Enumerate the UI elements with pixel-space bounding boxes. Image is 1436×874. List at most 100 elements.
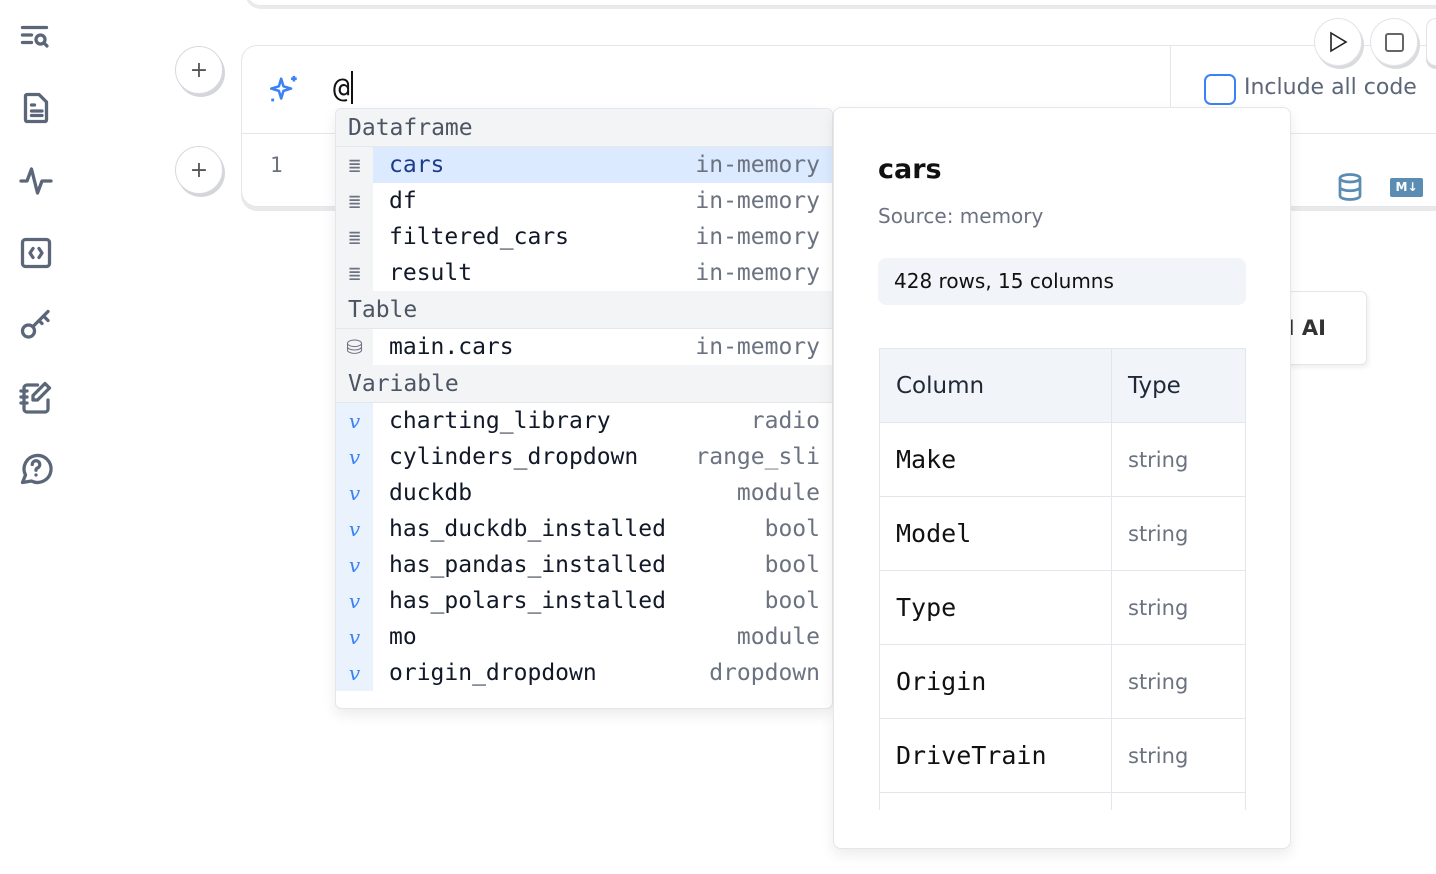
item-label: has_polars_installed	[389, 588, 666, 614]
item-type: radio	[750, 408, 820, 434]
item-type: range_sli	[695, 444, 820, 470]
column-name: Origin	[879, 644, 1112, 719]
variable-icon: v	[336, 403, 373, 439]
database-icon: ⛁	[336, 329, 373, 365]
table-lines-icon: ≣	[336, 183, 373, 219]
column-header: Column	[879, 348, 1112, 423]
autocomplete-item[interactable]: ≣ df in-memory	[336, 183, 832, 219]
variable-icon: v	[336, 583, 373, 619]
table-lines-icon: ≣	[336, 219, 373, 255]
table-lines-icon: ≣	[336, 255, 373, 291]
activity-icon[interactable]	[16, 161, 56, 201]
item-type: in-memory	[695, 152, 820, 178]
notebook-pen-icon[interactable]	[16, 377, 56, 417]
more-button[interactable]	[1426, 18, 1436, 66]
item-type: module	[736, 480, 820, 506]
ai-button-label: I AI	[1286, 316, 1326, 340]
add-cell-above-button[interactable]: +	[175, 46, 223, 94]
section-header: Table	[336, 291, 832, 329]
column-type: string	[1111, 496, 1246, 571]
autocomplete-item[interactable]: ≣ filtered_cars in-memory	[336, 219, 832, 255]
column-name: Make	[879, 422, 1112, 497]
item-label: duckdb	[389, 480, 473, 506]
item-label: main.cars	[389, 334, 514, 360]
item-type: dropdown	[709, 660, 820, 686]
variable-icon: v	[336, 475, 373, 511]
item-label: filtered_cars	[389, 224, 570, 250]
item-type: in-memory	[695, 188, 820, 214]
section-header: Variable	[336, 365, 832, 403]
item-label: has_duckdb_installed	[389, 516, 666, 542]
item-label: charting_library	[389, 408, 611, 434]
variable-icon: v	[336, 439, 373, 475]
add-cell-below-button[interactable]: +	[175, 146, 223, 194]
item-label: df	[389, 188, 417, 214]
item-type: in-memory	[695, 260, 820, 286]
type-header: Type	[1111, 348, 1246, 423]
column-name: Model	[879, 496, 1112, 571]
item-label: cars	[389, 152, 445, 178]
include-all-code-checkbox[interactable]	[1204, 74, 1236, 105]
prompt-input[interactable]: @	[333, 71, 353, 104]
section-header: Dataframe	[336, 109, 832, 147]
include-all-code-label: Include all code	[1244, 75, 1417, 100]
dataframe-info-panel: cars Source: memory 428 rows, 15 columns…	[833, 107, 1291, 849]
column-name: Type	[879, 570, 1112, 645]
column-type: string	[1111, 422, 1246, 497]
column-type: string	[1111, 644, 1246, 719]
markdown-icon[interactable]: M↓	[1390, 178, 1423, 197]
item-type: in-memory	[695, 334, 820, 360]
column-name: DriveTrain	[879, 718, 1112, 793]
item-label: mo	[389, 624, 417, 650]
autocomplete-item[interactable]: v cylinders_dropdown range_sli	[336, 439, 832, 475]
autocomplete-item[interactable]: v has_duckdb_installed bool	[336, 511, 832, 547]
outline-search-icon[interactable]	[16, 18, 56, 58]
help-icon[interactable]	[16, 449, 56, 489]
generate-with-ai-button[interactable]: I AI	[1270, 291, 1367, 365]
database-icon[interactable]	[1335, 171, 1365, 203]
column-type: string	[1111, 570, 1246, 645]
autocomplete-item[interactable]: ≣ cars in-memory	[336, 147, 832, 183]
info-stats: 428 rows, 15 columns	[878, 258, 1246, 305]
item-type: bool	[764, 552, 820, 578]
variable-icon: v	[336, 511, 373, 547]
autocomplete-item[interactable]: v origin_dropdown dropdown	[336, 655, 832, 691]
item-type: bool	[764, 516, 820, 542]
info-source: Source: memory	[878, 204, 1044, 228]
prompt-text: @	[333, 71, 350, 104]
column-type: string	[1111, 718, 1246, 793]
previous-cell	[245, 0, 1436, 6]
sparkles-icon	[269, 75, 297, 102]
autocomplete-item[interactable]: ⛁ main.cars in-memory	[336, 329, 832, 365]
item-type: in-memory	[695, 224, 820, 250]
document-icon[interactable]	[16, 88, 56, 128]
key-icon[interactable]	[16, 305, 56, 345]
autocomplete-item[interactable]: v charting_library radio	[336, 403, 832, 439]
item-label: cylinders_dropdown	[389, 444, 639, 470]
variable-icon: v	[336, 655, 373, 691]
variable-icon: v	[336, 619, 373, 655]
stop-button[interactable]	[1370, 18, 1418, 66]
run-button[interactable]	[1314, 18, 1362, 66]
table-lines-icon: ≣	[336, 147, 373, 183]
item-label: result	[389, 260, 473, 286]
autocomplete-item[interactable]: v has_pandas_installed bool	[336, 547, 832, 583]
code-variable-icon[interactable]	[16, 233, 56, 273]
item-label: origin_dropdown	[389, 660, 597, 686]
item-type: module	[736, 624, 820, 650]
autocomplete-item[interactable]: ≣ result in-memory	[336, 255, 832, 291]
variable-icon: v	[336, 547, 373, 583]
info-title: cars	[878, 154, 942, 185]
item-label: has_pandas_installed	[389, 552, 666, 578]
